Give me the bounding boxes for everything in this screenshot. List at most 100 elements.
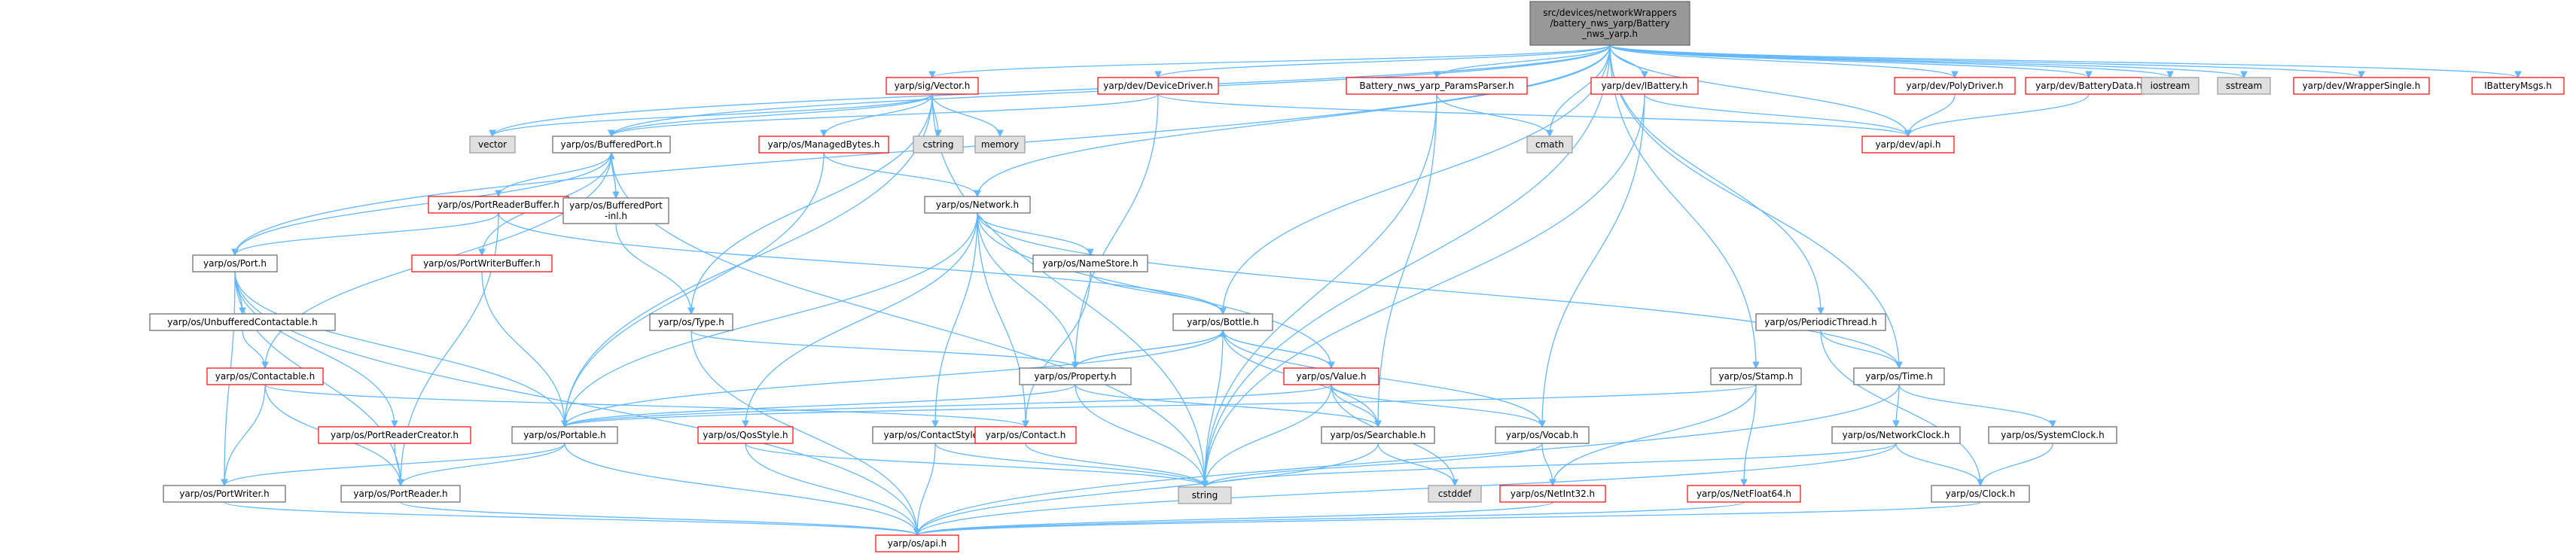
edge-stamp-to-portable — [561, 384, 1757, 428]
node-label: cstddef — [1438, 489, 1472, 499]
node-ibattery[interactable]: yarp/dev/IBattery.h — [1590, 77, 1699, 95]
edge-devicedriver-to-bufferedport — [608, 93, 1159, 138]
node-memory: memory — [974, 135, 1026, 154]
node-label: src/devices/networkWrappers — [1543, 8, 1676, 18]
edge-paramsparser-to-cmath — [1436, 93, 1553, 138]
node-label: yarp/os/Contactable.h — [215, 371, 315, 382]
node-wrappersingle[interactable]: yarp/dev/WrapperSingle.h — [2293, 77, 2430, 95]
edge-network-to-contactstyle — [931, 212, 978, 428]
node-label: cmath — [1535, 139, 1564, 150]
node-osapi[interactable]: yarp/os/api.h — [875, 534, 959, 552]
node-portreader[interactable]: yarp/os/PortReader.h — [340, 485, 461, 503]
node-systemclock[interactable]: yarp/os/SystemClock.h — [1988, 426, 2117, 444]
node-label: string — [1192, 490, 1218, 501]
edge-port-to-portreadercreator — [234, 271, 398, 428]
node-label: yarp/os/Port.h — [203, 258, 267, 269]
node-vocab[interactable]: yarp/os/Vocab.h — [1495, 426, 1590, 444]
edge-root-to-polydriver — [1609, 44, 1959, 79]
node-sigvector[interactable]: yarp/sig/Vector.h — [886, 77, 979, 95]
edge-value-to-searchable — [1331, 384, 1382, 428]
node-bufferedportinl[interactable]: yarp/os/BufferedPort-inl.h — [562, 197, 669, 224]
edge-portreader-to-osapi — [400, 501, 921, 537]
edge-qosstyle-to-string — [745, 443, 1209, 489]
node-string: string — [1178, 486, 1232, 504]
node-label: iostream — [2151, 81, 2190, 91]
node-cmath: cmath — [1526, 135, 1573, 154]
node-bufferedport[interactable]: yarp/os/BufferedPort.h — [552, 135, 671, 154]
edge-bufferedportinl-to-type — [615, 223, 695, 315]
node-cstddef: cstddef — [1428, 485, 1482, 503]
edge-root-to-stamp — [1609, 44, 1760, 370]
node-portable[interactable]: yarp/os/Portable.h — [511, 426, 618, 444]
edge-managedbytes-to-portable — [561, 152, 825, 428]
node-label: yarp/os/PortReaderBuffer.h — [437, 199, 559, 210]
node-portreadercreator[interactable]: yarp/os/PortReaderCreator.h — [318, 426, 471, 444]
node-devapi[interactable]: yarp/dev/api.h — [1861, 135, 1955, 154]
edge-root-to-periodicthread — [1609, 44, 1825, 315]
node-networkclock[interactable]: yarp/os/NetworkClock.h — [1831, 426, 1961, 444]
edge-systemclock-to-clock — [1977, 443, 2053, 487]
node-contactable[interactable]: yarp/os/Contactable.h — [206, 367, 324, 385]
edge-portable-to-portreader — [397, 443, 566, 487]
node-root[interactable]: src/devices/networkWrappers/battery_nws_… — [1529, 1, 1690, 46]
edge-contactstyle-to-osapi — [913, 443, 936, 537]
node-label: yarp/os/NetworkClock.h — [1843, 430, 1950, 440]
node-label: yarp/os/Type.h — [658, 317, 724, 327]
edge-networkclock-to-string — [1201, 443, 1897, 489]
node-ibatterymsgs[interactable]: IBatteryMsgs.h — [2471, 77, 2565, 95]
node-portwriter[interactable]: yarp/os/PortWriter.h — [163, 485, 286, 503]
node-managedbytes[interactable]: yarp/os/ManagedBytes.h — [758, 135, 889, 154]
node-label: yarp/dev/PolyDriver.h — [1906, 81, 2003, 91]
edge-root-to-ibatterymsgs — [1609, 44, 2522, 79]
edge-value-to-vocab — [1331, 384, 1546, 428]
node-property[interactable]: yarp/os/Property.h — [1019, 367, 1132, 385]
edge-clock-to-osapi — [913, 501, 1981, 537]
node-searchable[interactable]: yarp/os/Searchable.h — [1321, 426, 1435, 444]
node-netfloat64[interactable]: yarp/os/NetFloat64.h — [1687, 485, 1801, 503]
edge-network-to-namestore — [977, 212, 1094, 257]
edge-root-to-sigvector — [928, 44, 1611, 79]
node-unbuffered[interactable]: yarp/os/UnbufferedContactable.h — [149, 313, 336, 331]
edge-network-to-time — [977, 212, 1903, 370]
edge-network-to-qosstyle — [742, 212, 978, 428]
node-label: yarp/os/PortWriterBuffer.h — [423, 258, 541, 269]
node-time[interactable]: yarp/os/Time.h — [1853, 367, 1945, 385]
node-label: yarp/os/Stamp.h — [1718, 371, 1793, 382]
edge-sigvector-to-memory — [931, 93, 1004, 138]
edge-unbuffered-to-contactable — [242, 330, 269, 370]
node-batterydata[interactable]: yarp/dev/BatteryData.h — [2025, 77, 2153, 95]
node-label: yarp/os/ContactStyle.h — [884, 430, 987, 440]
node-portwriterbuffer[interactable]: yarp/os/PortWriterBuffer.h — [411, 254, 553, 272]
node-type[interactable]: yarp/os/Type.h — [649, 313, 733, 331]
node-network[interactable]: yarp/os/Network.h — [924, 196, 1031, 214]
edge-managedbytes-to-network — [823, 152, 981, 198]
node-periodicthread[interactable]: yarp/os/PeriodicThread.h — [1755, 313, 1886, 331]
node-devicedriver[interactable]: yarp/dev/DeviceDriver.h — [1097, 77, 1219, 95]
node-portreaderbuffer[interactable]: yarp/os/PortReaderBuffer.h — [428, 196, 569, 214]
node-label: yarp/os/UnbufferedContactable.h — [167, 317, 317, 327]
node-netint32[interactable]: yarp/os/NetInt32.h — [1499, 485, 1606, 503]
node-value[interactable]: yarp/os/Value.h — [1283, 367, 1379, 385]
node-polydriver[interactable]: yarp/dev/PolyDriver.h — [1894, 77, 2016, 95]
node-bottle[interactable]: yarp/os/Bottle.h — [1172, 313, 1273, 331]
edge-value-to-bottle — [1219, 329, 1332, 369]
node-label: yarp/os/ManagedBytes.h — [767, 139, 879, 150]
node-label: yarp/os/Clock.h — [1946, 489, 2016, 499]
edge-ibattery-to-devapi — [1644, 93, 1912, 138]
node-contact[interactable]: yarp/os/Contact.h — [974, 426, 1077, 444]
node-stamp[interactable]: yarp/os/Stamp.h — [1710, 367, 1802, 385]
node-label: yarp/os/NameStore.h — [1042, 258, 1138, 269]
node-label: cstring — [922, 139, 953, 150]
node-label: yarp/os/Network.h — [936, 199, 1019, 210]
node-label: yarp/dev/WrapperSingle.h — [2303, 81, 2421, 91]
node-label: yarp/os/Value.h — [1296, 371, 1366, 382]
node-paramsparser[interactable]: Battery_nws_yarp_ParamsParser.h — [1346, 77, 1528, 95]
node-clock[interactable]: yarp/os/Clock.h — [1931, 485, 2030, 503]
node-qosstyle[interactable]: yarp/os/QosStyle.h — [697, 426, 794, 444]
node-label: yarp/os/Property.h — [1034, 371, 1116, 382]
node-namestore[interactable]: yarp/os/NameStore.h — [1032, 254, 1148, 272]
edge-batterydata-to-devapi — [1904, 93, 2090, 138]
node-port[interactable]: yarp/os/Port.h — [192, 254, 278, 272]
edge-sigvector-to-type — [687, 93, 933, 315]
node-sstream: sstream — [2217, 77, 2271, 95]
